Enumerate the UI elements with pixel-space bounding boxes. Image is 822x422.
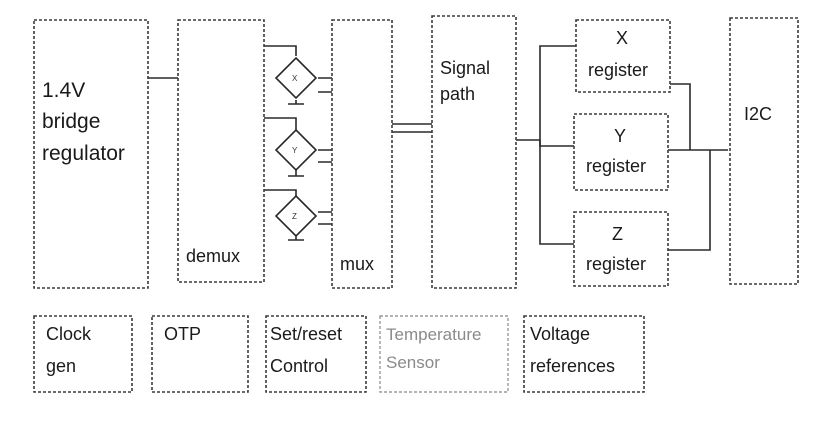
y-register-box xyxy=(573,113,669,191)
mux-label: mux xyxy=(340,254,374,274)
mux-box xyxy=(331,19,393,289)
i2c-box xyxy=(729,17,799,285)
clock-gen-box xyxy=(33,315,133,393)
set-reset-block: Set/reset Control xyxy=(265,315,367,393)
y-register-label-line-2: register xyxy=(586,156,646,176)
wire-signal-y xyxy=(539,140,574,147)
x-register-label-line-2: register xyxy=(588,60,648,80)
y-register-block: Y register xyxy=(573,113,669,191)
z-register-box xyxy=(573,211,669,287)
sensor-y-label: Y xyxy=(292,146,298,155)
sensor-z-diamond xyxy=(274,194,318,238)
sensor-y-diamond xyxy=(274,128,318,172)
signal-path-box xyxy=(431,15,517,289)
sensor-y: Y xyxy=(274,128,318,172)
signal-path-block: Signal path xyxy=(431,15,517,289)
wire-signal-z xyxy=(539,140,574,245)
voltage-references-label-line-1: Voltage xyxy=(530,324,590,344)
sensor-x-diamond xyxy=(274,56,318,100)
regulator-label-line-1: 1.4V xyxy=(42,79,85,102)
set-reset-label-line-1: Set/reset xyxy=(270,324,342,344)
clock-gen-label-line-1: Clock xyxy=(46,324,92,344)
wire-sensor-x-gnd xyxy=(288,100,304,105)
temperature-sensor-label-line-2: Sensor xyxy=(386,353,440,372)
temperature-sensor-block: Temperature Sensor xyxy=(379,315,509,393)
regulator-label-line-3: regulator xyxy=(42,142,125,165)
temperature-sensor-label-line-1: Temperature xyxy=(386,325,481,344)
sensor-x: X xyxy=(274,56,318,100)
signal-path-label-line-2: path xyxy=(440,84,475,104)
set-reset-label-line-2: Control xyxy=(270,356,328,376)
otp-block: OTP xyxy=(151,315,249,393)
clock-gen-block: Clock gen xyxy=(33,315,133,393)
sensor-z: Z xyxy=(274,194,318,238)
z-register-label-line-1: Z xyxy=(612,224,623,244)
i2c-label: I2C xyxy=(744,104,772,124)
voltage-references-label-line-2: references xyxy=(530,356,615,376)
wire-signal-bus xyxy=(516,45,578,141)
set-reset-box xyxy=(265,315,367,393)
otp-label: OTP xyxy=(164,324,201,344)
z-register-block: Z register xyxy=(573,211,669,287)
otp-box xyxy=(151,315,249,393)
regulator-block: 1.4V bridge regulator xyxy=(33,19,149,289)
sensor-x-label: X xyxy=(292,74,298,83)
demux-block: demux xyxy=(177,19,265,283)
z-register-label-line-2: register xyxy=(586,254,646,274)
demux-label: demux xyxy=(186,246,240,266)
temperature-sensor-box xyxy=(379,315,509,393)
voltage-references-block: Voltage references xyxy=(523,315,645,393)
signal-path-label-line-1: Signal xyxy=(440,58,490,78)
i2c-block: I2C xyxy=(729,17,799,285)
wire-z-i2c xyxy=(668,150,711,251)
x-register-block: X register xyxy=(575,19,671,93)
demux-box xyxy=(177,19,265,283)
y-register-label-line-1: Y xyxy=(614,126,626,146)
x-register-label-line-1: X xyxy=(616,28,628,48)
x-register-box xyxy=(575,19,671,93)
regulator-label-line-2: bridge xyxy=(42,110,100,133)
voltage-references-box xyxy=(523,315,645,393)
wire-x-i2c xyxy=(670,83,691,150)
mux-block: mux xyxy=(331,19,393,289)
sensor-z-label: Z xyxy=(292,212,297,221)
clock-gen-label-line-2: gen xyxy=(46,356,76,376)
regulator-box xyxy=(33,19,149,289)
